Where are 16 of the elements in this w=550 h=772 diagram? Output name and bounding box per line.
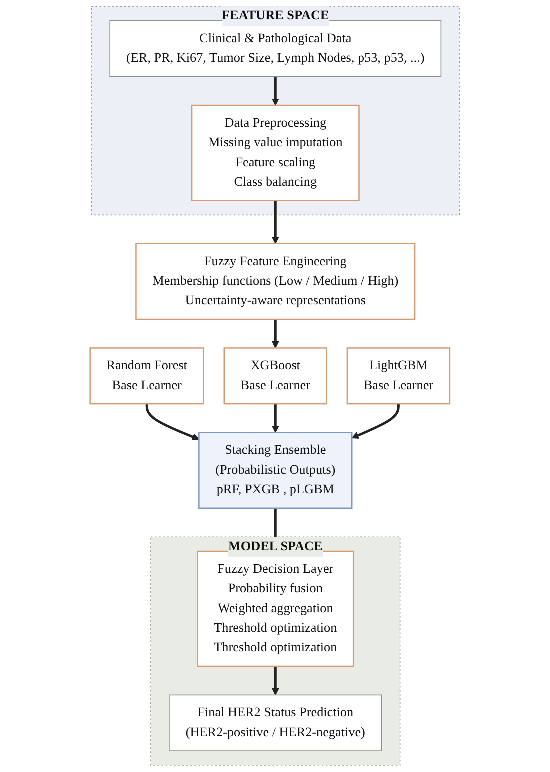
arrow bbox=[272, 404, 280, 434]
node-box: LightGBM Base Learner bbox=[346, 348, 451, 405]
arrow bbox=[272, 76, 280, 106]
node-box: Final HER2 Status Prediction (HER2-positive / HER2-negative) bbox=[169, 694, 382, 752]
node-box: Random Forest Base Learner bbox=[90, 348, 204, 405]
arrow bbox=[272, 319, 280, 349]
node-box: Fuzzy Feature Engineering Membership functions (Low / Medium / High) Uncertainty-aware representations bbox=[136, 243, 416, 320]
node-box: Stacking Ensemble (Probabilistic Outputs) pRF, PXGB , pLGBM bbox=[198, 432, 353, 509]
node-box: Data Preprocessing Missing value imputation Feature scaling Class balancing bbox=[191, 104, 360, 202]
arrow bbox=[352, 404, 400, 439]
arrow bbox=[146, 404, 200, 440]
node-box: Clinical & Pathological Data (ER, PR, Ki67, Tumor Size, Lymph Nodes, p53, p53, ...) bbox=[110, 20, 442, 78]
node-box: Fuzzy Decision Layer Probability fusion Weighted aggregation Threshold optimization Threshold optimization bbox=[197, 550, 354, 668]
node-box: XGBoost Base Learner bbox=[224, 348, 328, 405]
arrow bbox=[272, 200, 280, 244]
arrow bbox=[272, 666, 280, 696]
